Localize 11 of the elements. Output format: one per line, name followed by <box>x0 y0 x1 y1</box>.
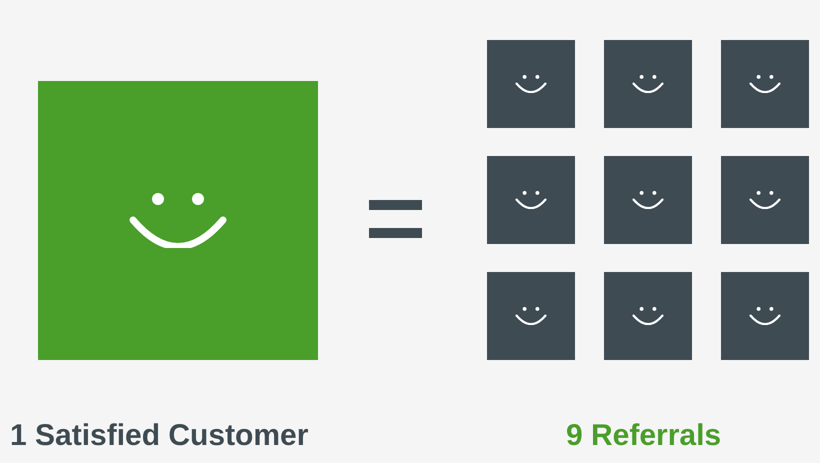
referrals-caption: 9 Referrals <box>566 421 722 451</box>
referral-square <box>721 156 809 244</box>
referral-square <box>721 40 809 128</box>
referral-square <box>721 272 809 360</box>
referral-square <box>604 272 692 360</box>
referral-square <box>604 156 692 244</box>
referral-square <box>487 40 575 128</box>
referral-square <box>487 156 575 244</box>
customer-caption: 1 Satisfied Customer <box>10 421 308 451</box>
referral-square <box>487 272 575 360</box>
referral-square <box>604 40 692 128</box>
